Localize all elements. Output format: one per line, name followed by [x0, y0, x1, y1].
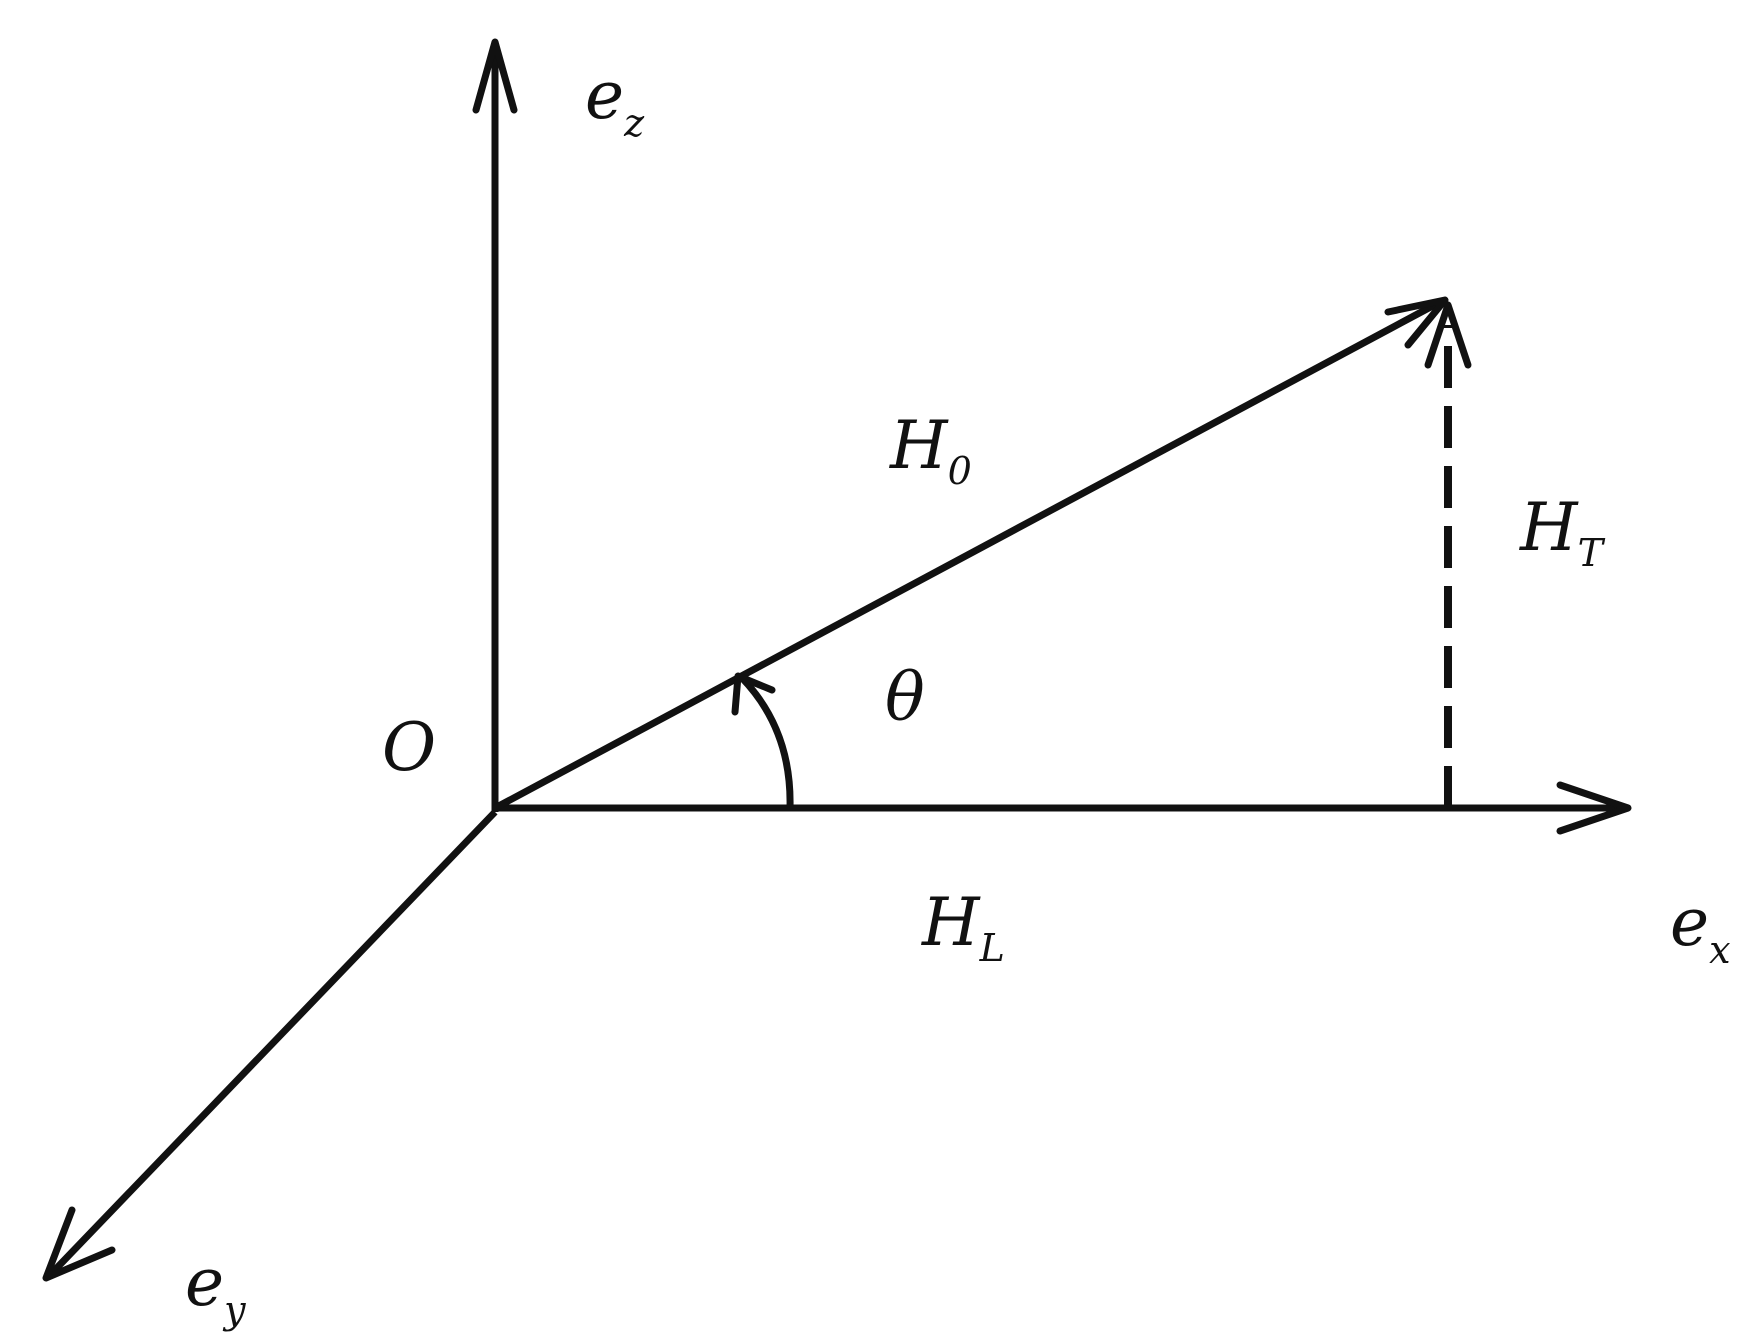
- component-hl-label: HL: [921, 884, 1005, 970]
- x-axis: [495, 781, 1632, 835]
- angle-arc: [731, 672, 794, 809]
- axis-x-label: ex: [1670, 884, 1731, 972]
- z-axis: [472, 38, 518, 812]
- axis-y-label: ey: [185, 1244, 246, 1332]
- angle-theta-label: θ: [885, 659, 925, 736]
- component-ht: [1424, 301, 1472, 808]
- component-ht-label: HT: [1519, 489, 1606, 575]
- y-axis: [42, 809, 498, 1282]
- vector-h0: [493, 296, 1449, 812]
- axis-z-label: ez: [585, 57, 645, 145]
- origin-label: O: [382, 709, 436, 786]
- vector-h0-label: H0: [889, 407, 972, 493]
